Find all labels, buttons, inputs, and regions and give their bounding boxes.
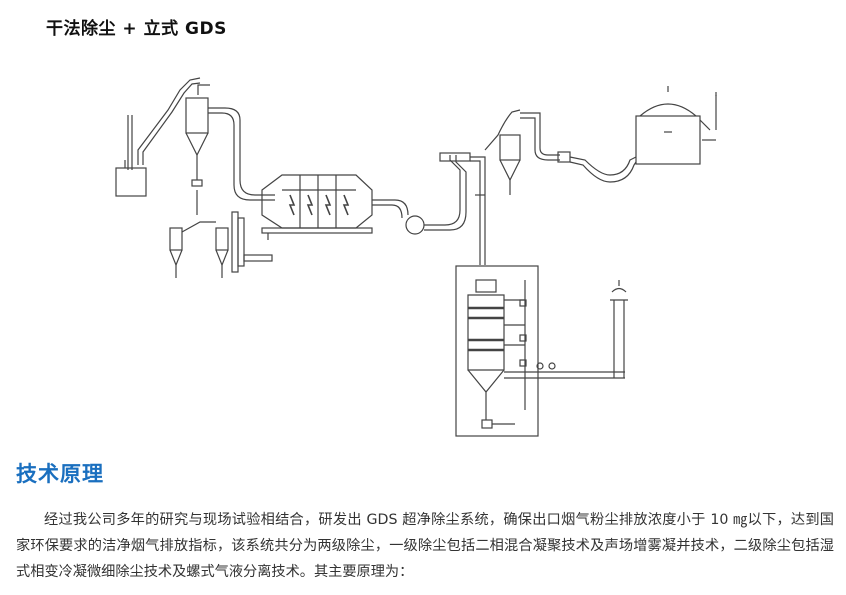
- gds-tower: [455, 265, 539, 437]
- left-tank: [115, 115, 147, 197]
- stack-duct: [504, 362, 625, 379]
- right-tank: [635, 86, 717, 165]
- upper-separator: [484, 109, 637, 195]
- lower-cyclones: [169, 190, 273, 278]
- chimney-stack: [610, 280, 628, 378]
- principle-paragraph: 经过我公司多年的研究与现场试验相结合，研发出 GDS 超净除尘系统，确保出口烟气…: [16, 512, 834, 580]
- riser-pipe: [137, 77, 201, 165]
- junction-pipes: [439, 152, 486, 265]
- page-title: 干法除尘 + 立式 GDS: [46, 19, 227, 39]
- fan-duct: [372, 155, 467, 235]
- bag-filter: [261, 174, 373, 240]
- top-cyclone: [185, 84, 275, 201]
- process-flow-diagram: [115, 77, 717, 437]
- section-heading: 技术原理: [16, 462, 104, 486]
